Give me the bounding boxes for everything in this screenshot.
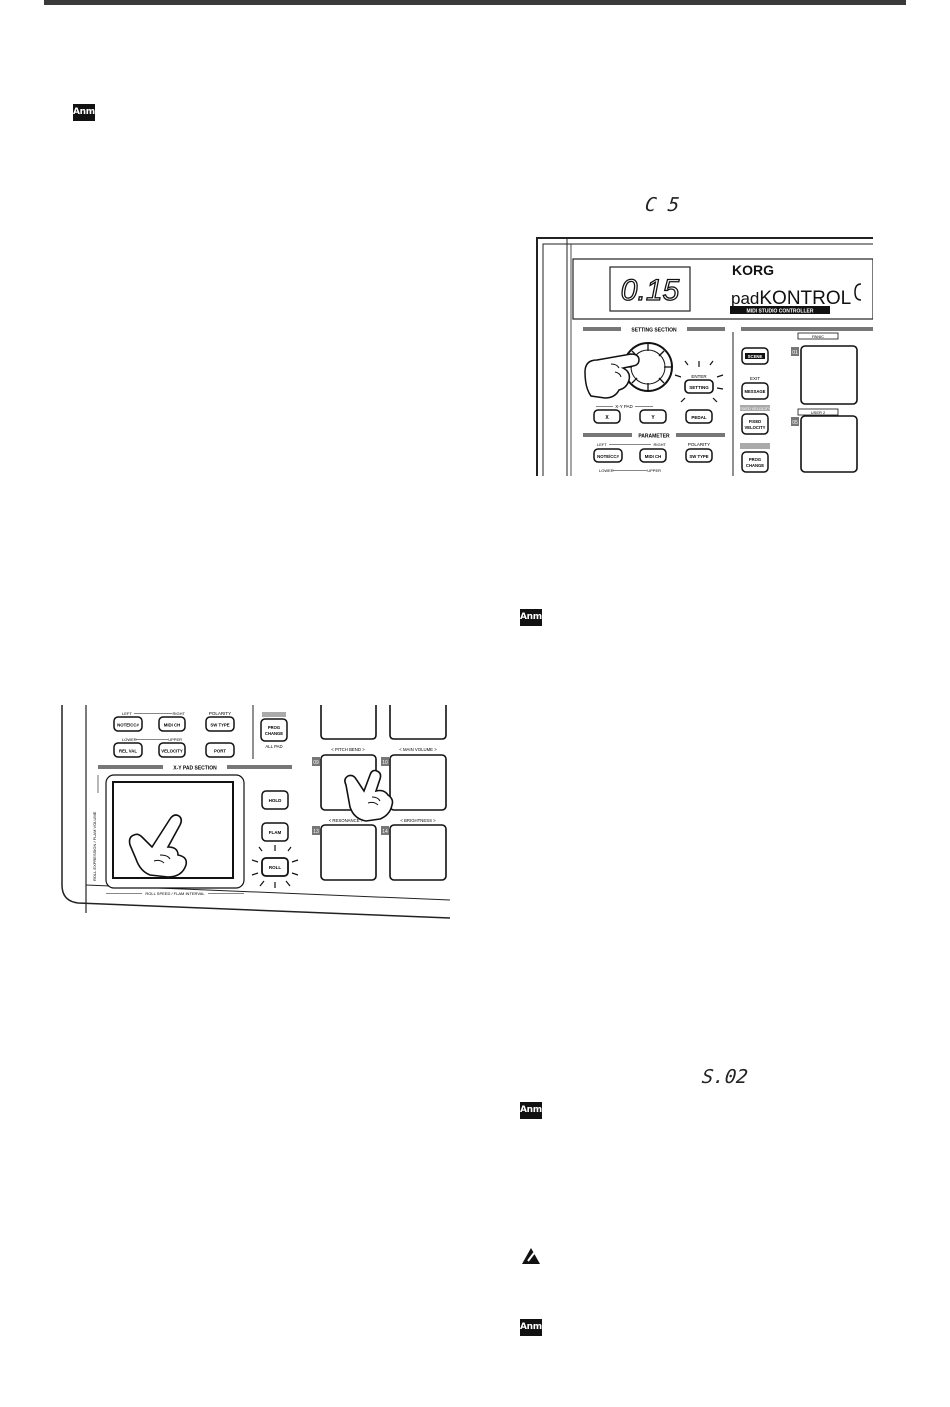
message-button-label: MESSAGE xyxy=(745,389,766,394)
note-cc-button-label: NOTE/CC# xyxy=(117,723,139,728)
prog-change-button[interactable] xyxy=(260,718,288,742)
roll-horizontal-label: ROLL SPEED / FLAM INTERVAL xyxy=(145,891,205,896)
xy-pad-label: X-Y PAD xyxy=(615,404,633,409)
enter-label: ENTER xyxy=(691,374,707,379)
setting-button[interactable] xyxy=(684,379,714,394)
hold-button[interactable] xyxy=(261,790,289,810)
product-name-pre: pad xyxy=(731,289,759,308)
pitch-bend-label: < PITCH BEND > xyxy=(331,747,365,752)
flam-button[interactable] xyxy=(261,822,289,842)
sw-type-button-label: SW TYPE xyxy=(210,723,229,728)
scene-button-label: SCENE xyxy=(748,354,763,359)
note-icon: Anm. xyxy=(520,609,545,626)
rel-val-button[interactable] xyxy=(113,742,143,758)
svg-text:padKONTROL: padKONTROL xyxy=(731,288,851,309)
prog-change-button[interactable] xyxy=(741,451,769,473)
user2-label: USER 2 xyxy=(811,410,826,415)
warning-icon xyxy=(522,1248,540,1264)
lcd-readout-s02: S.02 xyxy=(700,1066,749,1088)
pad-10[interactable] xyxy=(389,754,447,811)
left-label: LEFT xyxy=(122,711,132,716)
pad-number-09: 09 xyxy=(313,760,319,766)
sw-type-button[interactable] xyxy=(205,716,235,732)
figure-xy-pad-section: LEFT RIGHT POLARITY NOTE/CC# MIDI CH SW … xyxy=(61,705,450,919)
pad-13[interactable] xyxy=(320,824,377,881)
note-icon: Anm. xyxy=(520,1319,545,1336)
prog-change-button-label-2: CHANGE xyxy=(746,463,764,468)
top-rule xyxy=(44,0,906,5)
prog-change-button-label-2: CHANGE xyxy=(265,731,283,736)
polarity-label: POLARITY xyxy=(209,711,231,716)
pad-number-14: 14 xyxy=(382,829,388,835)
left-label: LEFT xyxy=(597,442,607,447)
all-pad-label: ALL PAD xyxy=(265,744,282,749)
lcd-readout-c5: C 5 xyxy=(643,194,681,216)
lower-label: LOWER xyxy=(599,468,614,473)
roll-vertical-label: ROLL EXPRESSION / FLAM VOLUME xyxy=(92,811,97,881)
fixed-velocity-header: FIXED VELOCITY xyxy=(739,407,770,411)
panic-label: PANIC xyxy=(812,334,824,339)
product-name-main: KONTROL xyxy=(759,288,851,309)
upper-label: UPPER xyxy=(647,468,661,473)
midi-ch-button-label: MIDI CH xyxy=(645,454,661,459)
setting-section-label: SETTING SECTION xyxy=(631,328,677,334)
parameter-label: PARAMETER xyxy=(638,434,670,440)
brand-logo-text: KORG xyxy=(732,262,774,278)
right-label: RIGHT xyxy=(173,711,186,716)
pedal-button-label: PEDAL xyxy=(691,415,707,420)
hold-button-label: HOLD xyxy=(269,798,282,803)
figure-setting-section: 0.15 KORG padKONTROL MIDI STUDIO CONTROL… xyxy=(536,237,873,476)
exit-label: EXIT xyxy=(750,376,760,381)
velocity-button-label: VELOCITY xyxy=(161,749,183,754)
pad-number-05: 05 xyxy=(792,420,798,426)
fixed-velocity-button[interactable] xyxy=(741,413,769,435)
midi-ch-button-label: MIDI CH xyxy=(164,723,180,728)
pad-01[interactable] xyxy=(800,345,858,405)
x-button[interactable] xyxy=(593,409,621,424)
note-cc-button[interactable] xyxy=(113,716,143,732)
resonance-label: < RESONANCE > xyxy=(329,818,364,823)
velocity-button[interactable] xyxy=(158,742,186,758)
port-button-label: PORT xyxy=(214,749,226,754)
setting-button-label: SETTING xyxy=(689,385,709,390)
right-label: RIGHT xyxy=(654,442,667,447)
brightness-label: < BRIGHTNESS > xyxy=(400,818,436,823)
lcd-display: 0.15 xyxy=(621,274,680,307)
note-cc-button[interactable] xyxy=(593,448,623,463)
y-button-label: Y xyxy=(651,415,655,421)
fixed-velocity-button-label-1: FIXED xyxy=(749,419,761,424)
upper-label: UPPER xyxy=(168,737,182,742)
midi-ch-button[interactable] xyxy=(158,716,186,732)
rel-val-button-label: REL VAL xyxy=(119,749,137,754)
prog-change-button-label-1: PROG xyxy=(749,457,761,462)
pad-14[interactable] xyxy=(389,824,447,881)
main-volume-label: < MAIN VOLUME > xyxy=(399,747,437,752)
message-button[interactable] xyxy=(741,382,769,400)
note-icon: Anm. xyxy=(520,1102,545,1119)
prog-change-button-label-1: PROG xyxy=(268,725,280,730)
roll-button-label: ROLL xyxy=(269,865,281,870)
product-subtitle: MIDI STUDIO CONTROLLER xyxy=(747,309,814,315)
polarity-label: POLARITY xyxy=(688,442,710,447)
midi-ch-button[interactable] xyxy=(639,448,667,463)
note-cc-button-label: NOTE/CC# xyxy=(597,454,619,459)
pad-number-10: 10 xyxy=(382,760,388,766)
lower-label: LOWER xyxy=(122,737,137,742)
xy-pad-section-label: X-Y PAD SECTION xyxy=(173,766,217,772)
roll-button[interactable] xyxy=(261,857,289,877)
sw-type-button-label: SW TYPE xyxy=(689,454,708,459)
port-button[interactable] xyxy=(205,742,235,758)
pad-number-01: 01 xyxy=(792,350,798,356)
pad-number-13: 13 xyxy=(313,829,319,835)
y-button[interactable] xyxy=(639,409,667,424)
flam-button-label: FLAM xyxy=(269,830,282,835)
note-icon: Anm. xyxy=(73,104,98,121)
x-button-label: X xyxy=(605,415,609,421)
pad-05[interactable] xyxy=(800,415,858,473)
sw-type-button[interactable] xyxy=(685,448,713,463)
fixed-velocity-button-label-2: VELOCITY xyxy=(745,425,766,430)
pedal-button[interactable] xyxy=(685,409,713,424)
